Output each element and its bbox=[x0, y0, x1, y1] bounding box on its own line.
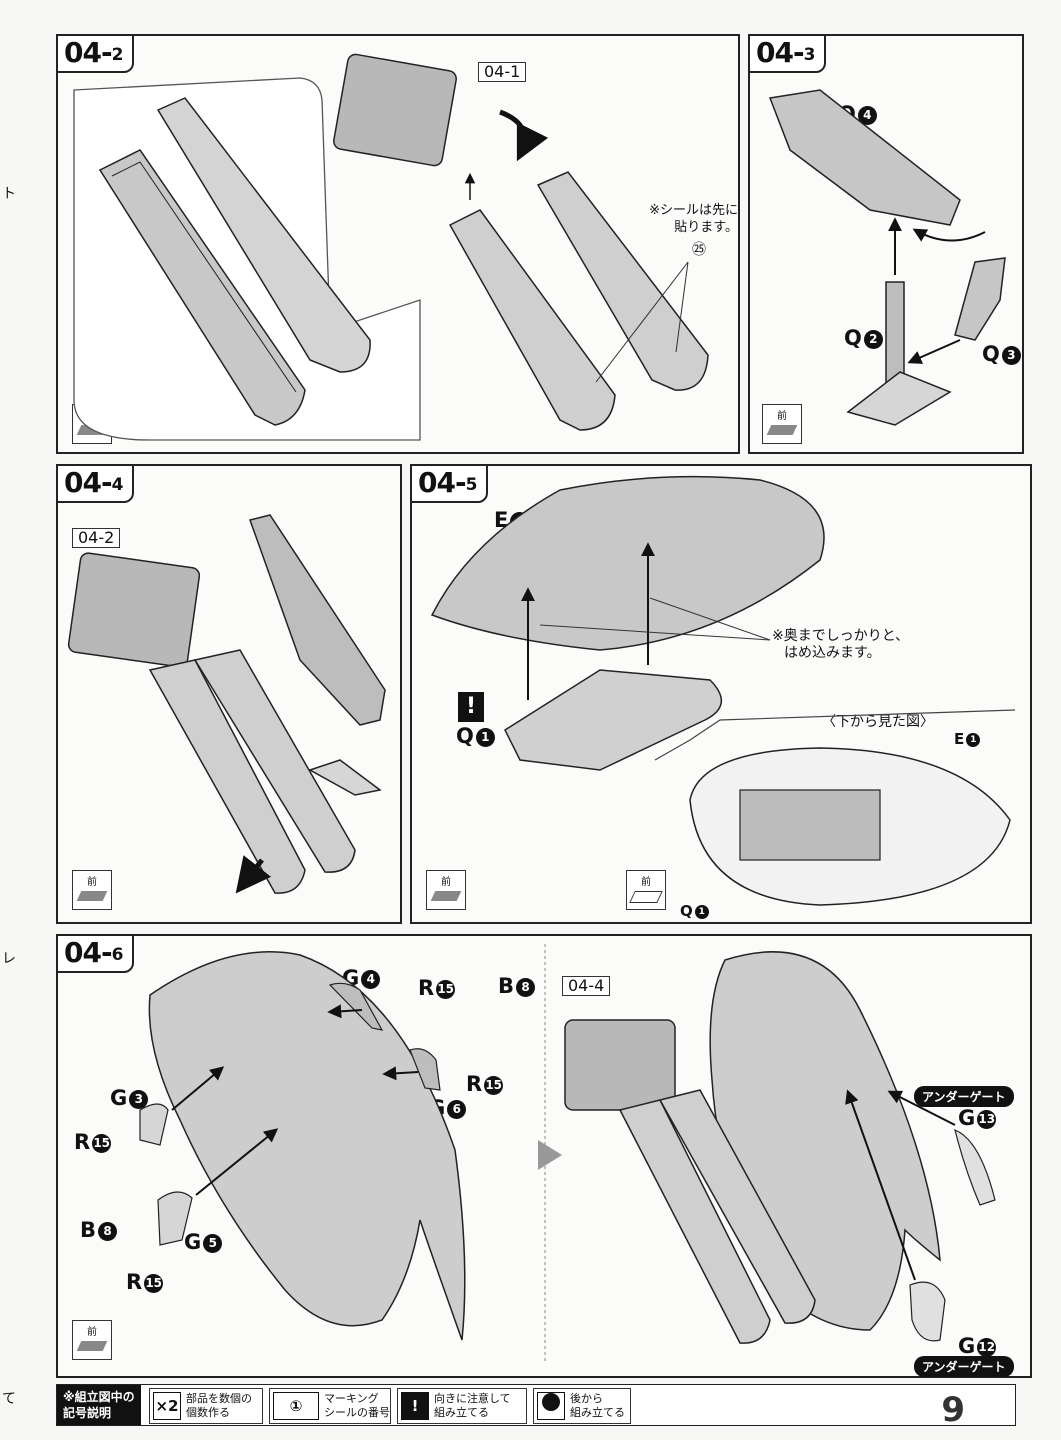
press-fit-note: ※奥までしっかりと、はめ込みます。 bbox=[772, 628, 910, 661]
step-04-4-panel: 04-4 04-2 前 bbox=[56, 464, 402, 924]
legend-item-multiplier: ×2 部品を数個の個数作る bbox=[149, 1388, 263, 1424]
warning-icon: ! bbox=[401, 1392, 429, 1420]
ref-04-4: 04-4 bbox=[562, 976, 611, 996]
front-direction-icon: 前 bbox=[72, 404, 112, 444]
step-04-2-label: 04-2 bbox=[56, 34, 135, 73]
symbol-legend: ※組立図中の記号説明 ×2 部品を数個の個数作る ① マーキングシールの番号 !… bbox=[56, 1384, 1016, 1426]
legend-item-sticker: ① マーキングシールの番号 bbox=[269, 1388, 391, 1424]
page-number: 9 bbox=[941, 1390, 965, 1430]
front-direction-icon: 前 bbox=[426, 870, 466, 910]
step-04-6-label: 04-6 bbox=[56, 934, 135, 973]
under-gate-tag-g13: アンダーゲート bbox=[914, 1086, 1014, 1107]
assemble-later-icon bbox=[537, 1392, 565, 1420]
step-04-3-label: 04-3 bbox=[748, 34, 827, 73]
sticker-number: ㉕ bbox=[692, 242, 706, 258]
ref-04-1: 04-1 bbox=[478, 62, 527, 82]
front-direction-icon-inset: 前 bbox=[626, 870, 666, 910]
multiplier-icon: ×2 bbox=[153, 1392, 181, 1420]
front-direction-icon: 前 bbox=[72, 870, 112, 910]
sticker-note: ※シールは先に貼ります。 bbox=[649, 203, 738, 235]
side-text-3: て bbox=[2, 1391, 16, 1407]
step-04-4-label: 04-4 bbox=[56, 464, 135, 503]
legend-title: ※組立図中の記号説明 bbox=[57, 1385, 141, 1425]
front-direction-icon: 前 bbox=[762, 404, 802, 444]
step-04-5-label: 04-5 bbox=[410, 464, 489, 503]
sticker-number-icon: ① bbox=[273, 1392, 319, 1420]
side-text-1: ト bbox=[2, 186, 16, 202]
under-gate-tag-d11: アンダーゲート bbox=[206, 92, 306, 113]
ref-04-2: 04-2 bbox=[72, 528, 121, 548]
under-gate-tag-g12: アンダーゲート bbox=[914, 1356, 1014, 1377]
bottom-view-title: 〈下から見た図〉 bbox=[822, 714, 934, 730]
multiplier-badge: ×2 bbox=[84, 96, 124, 122]
front-direction-icon: 前 bbox=[72, 1320, 112, 1360]
under-gate-tag-d16: アンダーゲート bbox=[82, 320, 182, 341]
orientation-warning-icon: ! bbox=[458, 692, 484, 722]
legend-item-assemble-later: 後から組み立てる bbox=[533, 1388, 631, 1424]
side-text-2: レ bbox=[2, 951, 16, 967]
legend-item-orientation: ! 向きに注意して組み立てる bbox=[397, 1388, 527, 1424]
